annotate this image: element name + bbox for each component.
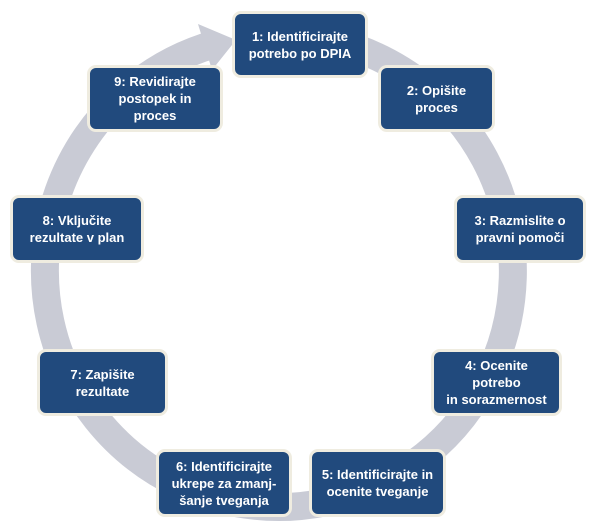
- step-label: ocenite tveganje: [326, 484, 429, 499]
- step-label: 4: Ocenite potrebo: [465, 358, 528, 390]
- step-label: 1: Identificirajte: [251, 28, 349, 44]
- step-5-identify-risks: 5: Identificirajte in ocenite tveganje: [309, 449, 446, 517]
- step-label: pravni pomoči: [475, 230, 565, 245]
- step-2-describe-process: 2: Opišite proces: [378, 65, 495, 132]
- step-label: 7: Zapišite: [70, 366, 135, 382]
- step-3-consider-consultation: 3: Razmislite o pravni pomoči: [454, 195, 586, 263]
- step-label: ukrepe za zmanj-: [171, 475, 277, 491]
- step-label: 3: Razmislite o: [474, 213, 566, 228]
- step-label: rezultate v plan: [29, 230, 125, 245]
- step-label: postopek in proces: [118, 91, 192, 123]
- step-9-review-process: 9: Revidirajte postopek in proces: [87, 65, 223, 132]
- step-label: 6: Identificirajte: [175, 458, 273, 474]
- step-label: 8: Vključite: [42, 213, 112, 228]
- cycle-arrowhead-icon: [198, 24, 236, 70]
- cycle-arc: [30, 22, 527, 522]
- step-label: potrebo po DPIA: [248, 45, 352, 61]
- step-label: 9: Revidirajte: [114, 74, 196, 89]
- step-label: šanje tveganja: [179, 492, 269, 508]
- step-label: in sorazmernost: [446, 392, 547, 407]
- step-label: 2: Opišite proces: [406, 82, 467, 115]
- step-label: rezultate: [75, 383, 130, 399]
- step-4-assess-necessity: 4: Ocenite potrebo in sorazmernost: [431, 349, 562, 416]
- step-label: 5: Identificirajte in: [321, 467, 434, 482]
- step-8-integrate-outcomes: 8: Vključite rezultate v plan: [10, 195, 144, 263]
